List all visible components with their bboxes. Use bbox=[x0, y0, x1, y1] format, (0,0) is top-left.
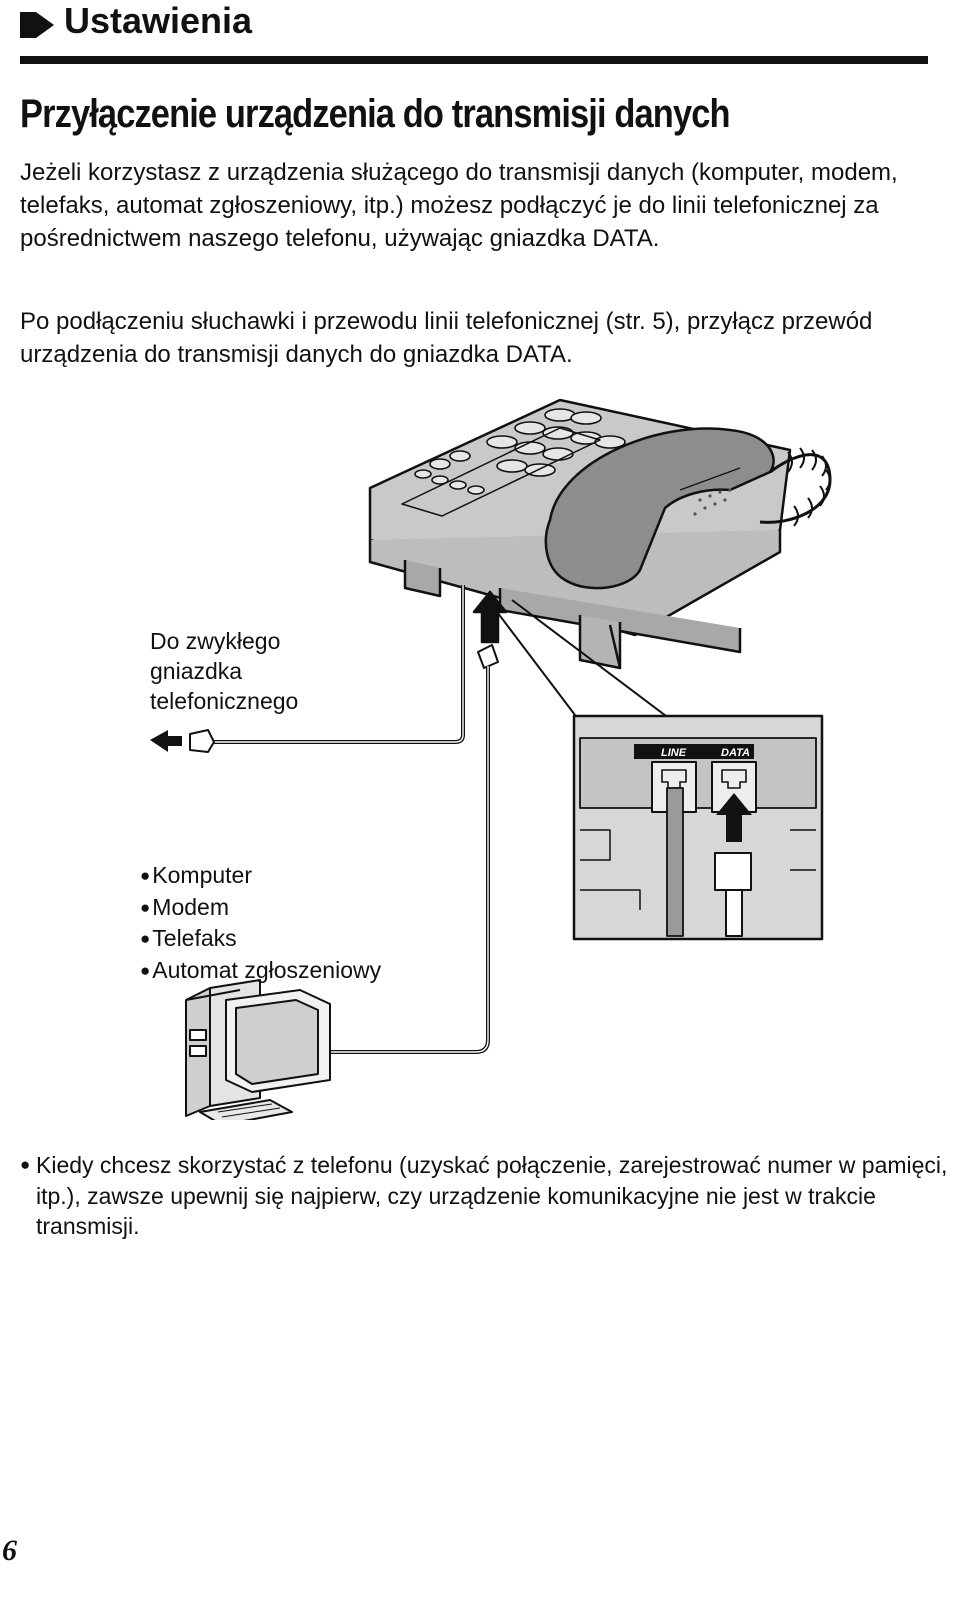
jack-inset bbox=[572, 714, 824, 941]
page-title: Przyłączenie urządzenia do transmisji da… bbox=[20, 92, 731, 136]
section-header: Ustawienia bbox=[20, 0, 928, 66]
instruction-paragraph: Po podłączeniu słuchawki i przewodu lini… bbox=[20, 308, 873, 368]
device-item: Modem bbox=[140, 892, 381, 924]
page-number: 6 bbox=[2, 1534, 17, 1567]
connection-diagram: LINE DATA bbox=[150, 398, 832, 1120]
section-rule bbox=[20, 56, 928, 64]
left-arrow-icon bbox=[150, 730, 182, 752]
usage-note-text: Kiedy chcesz skorzystać z telefonu (uzys… bbox=[36, 1152, 948, 1239]
section-arrow-icon bbox=[20, 12, 54, 38]
device-item: Telefaks bbox=[140, 923, 381, 955]
wall-socket-label-line: Do zwykłego bbox=[150, 628, 281, 654]
up-arrow-icon bbox=[716, 793, 752, 842]
device-item: Automat zgłoszeniowy bbox=[140, 955, 381, 987]
device-item: Komputer bbox=[140, 860, 381, 892]
wall-socket-label-line: telefonicznego bbox=[150, 688, 299, 714]
wall-socket-label: Do zwykłego gniazdka telefonicznego bbox=[150, 626, 370, 716]
usage-note: ● Kiedy chcesz skorzystać z telefonu (uz… bbox=[20, 1150, 951, 1242]
telephone-illustration bbox=[368, 398, 832, 670]
section-title: Ustawienia bbox=[64, 0, 253, 41]
computer-illustration bbox=[185, 979, 331, 1120]
jack-label-line: LINE bbox=[661, 747, 687, 759]
jack-label-data: DATA bbox=[721, 747, 750, 759]
intro-paragraph: Jeżeli korzystasz z urządzenia służącego… bbox=[20, 159, 898, 252]
bullet-icon: ● bbox=[20, 1155, 31, 1174]
wall-socket-label-line: gniazdka bbox=[150, 658, 243, 684]
device-list: Komputer Modem Telefaks Automat zgłoszen… bbox=[140, 860, 381, 986]
